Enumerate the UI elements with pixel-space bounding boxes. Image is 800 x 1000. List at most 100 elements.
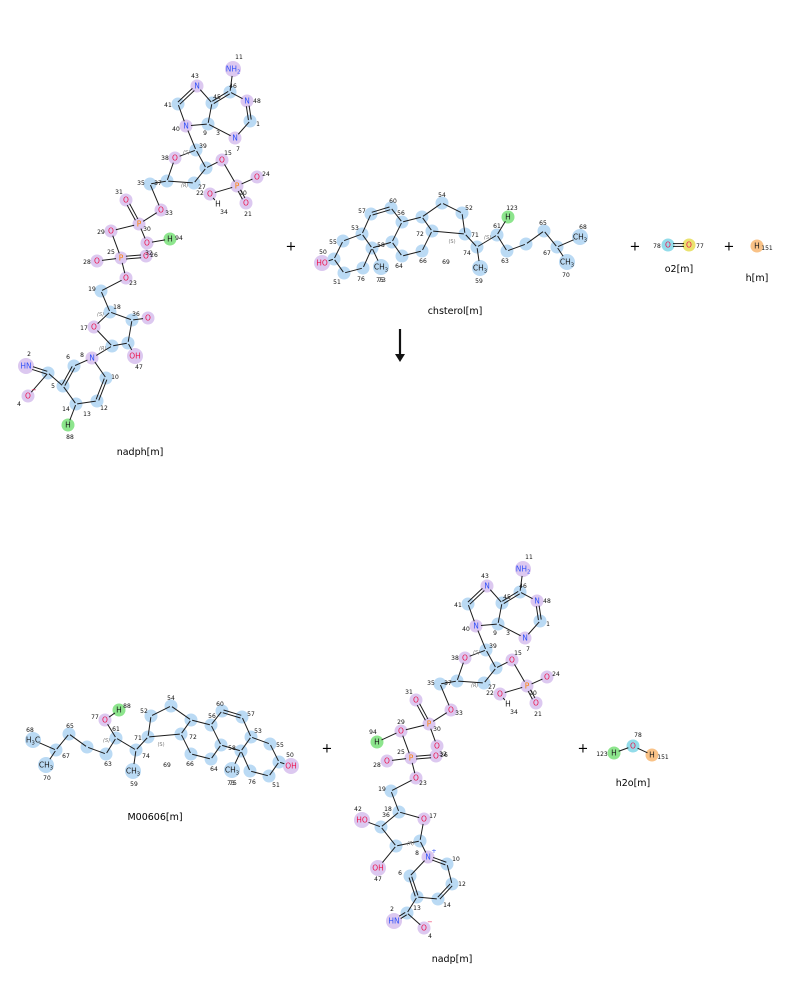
atom-highlight xyxy=(572,229,588,245)
atom-highlight xyxy=(163,232,177,246)
atom-highlight xyxy=(127,348,143,364)
atom-symbol: OH xyxy=(285,762,297,771)
atom-map-number: 31 xyxy=(115,189,123,196)
atom-map-number: 68 xyxy=(26,727,34,734)
atom-map-number: 3 xyxy=(506,630,510,637)
atom-symbol: O xyxy=(144,239,150,248)
atom-map-number: 18 xyxy=(384,806,392,813)
atom-symbol: O xyxy=(219,156,225,165)
atom-map-number: 63 xyxy=(501,258,509,265)
atom-map-number: 41 xyxy=(164,102,172,109)
atom-map-number: 8 xyxy=(80,352,84,359)
atom-map-number: 52 xyxy=(140,708,148,715)
atom-map-number: 56 xyxy=(397,210,405,217)
atom-map-number: 2 xyxy=(27,351,31,358)
atom-map-number: 77 xyxy=(696,243,704,250)
atom-map-number: 34 xyxy=(510,709,518,716)
atom-highlight xyxy=(314,255,330,271)
plus-operator-0: + xyxy=(286,240,297,255)
atom-map-number: 20 xyxy=(239,190,247,197)
atom-symbol: CH3 xyxy=(473,264,487,275)
atom-map-number: 17 xyxy=(429,813,437,820)
atom-highlight xyxy=(365,241,379,255)
atom-symbol: O xyxy=(108,227,114,236)
atom-map-number: 22 xyxy=(486,690,494,697)
atom-map-number: 65 xyxy=(539,220,547,227)
atom-map-number: 76 xyxy=(248,779,256,786)
atom-symbol: H xyxy=(65,421,71,430)
atom-symbol: N xyxy=(484,582,490,591)
atom-charge: + xyxy=(431,847,436,855)
plus-operator-2: + xyxy=(724,240,735,255)
atom-symbol: O xyxy=(207,190,213,199)
atom-highlight xyxy=(174,727,188,741)
molecule-label-h: h[m] xyxy=(746,273,769,284)
atom-map-number: 72 xyxy=(189,734,197,741)
atom-highlight xyxy=(415,210,429,224)
atom-highlight xyxy=(550,240,564,254)
atom-symbol: CH3 xyxy=(573,233,587,244)
atom-map-number: 65 xyxy=(66,723,74,730)
atom-symbol: H xyxy=(374,738,380,747)
atom-map-number: 63 xyxy=(104,761,112,768)
atom-map-number: 64 xyxy=(210,766,218,773)
atom-highlight xyxy=(104,224,118,238)
atom-highlight xyxy=(240,94,254,108)
molecule-label-m00606: M00606[m] xyxy=(127,812,182,823)
plus-operator-4: + xyxy=(578,742,589,757)
atom-map-number: 10 xyxy=(452,856,460,863)
atom-symbol: P xyxy=(119,254,124,263)
stereo-label: (R) xyxy=(407,841,414,847)
atom-map-number: 70 xyxy=(562,272,570,279)
stereo-label: (S) xyxy=(103,738,110,744)
atom-highlight xyxy=(85,351,99,365)
atom-symbol: O xyxy=(533,699,539,708)
atom-map-number: 4 xyxy=(17,401,21,408)
atom-symbol: N xyxy=(473,622,479,631)
atom-highlight xyxy=(184,747,198,761)
atom-highlight xyxy=(500,244,514,258)
atom-highlight xyxy=(203,187,217,201)
atom-symbol: O xyxy=(91,323,97,332)
atom-symbol: NH2 xyxy=(226,65,241,76)
atom-map-number: 78 xyxy=(634,732,642,739)
atom-highlight xyxy=(49,743,63,757)
atom-highlight xyxy=(80,740,94,754)
atom-highlight xyxy=(263,737,277,751)
atom-highlight xyxy=(204,718,218,732)
atom-map-number: 48 xyxy=(543,598,551,605)
atom-highlight xyxy=(354,812,370,828)
atom-map-number: 40 xyxy=(172,126,180,133)
atom-highlight xyxy=(490,228,504,242)
stereo-label: (S) xyxy=(97,312,104,318)
atom-map-number: 21 xyxy=(534,711,542,718)
atom-highlight xyxy=(479,643,493,657)
atom-map-number: 7 xyxy=(236,146,240,153)
atom-map-number: 47 xyxy=(135,364,143,371)
stereo-label: (S) xyxy=(484,235,491,241)
atom-highlight xyxy=(519,237,533,251)
atom-symbol: H xyxy=(611,749,617,758)
atom-map-number: 34 xyxy=(220,209,228,216)
atom-map-number: 9 xyxy=(493,630,497,637)
atom-symbol: O xyxy=(421,924,427,933)
atom-highlight xyxy=(204,752,218,766)
atom-highlight xyxy=(458,651,472,665)
atom-map-number: 88 xyxy=(66,434,74,441)
atom-symbol: H xyxy=(649,751,655,760)
atom-map-number: 3 xyxy=(216,130,220,137)
atom-map-number: 35 xyxy=(427,680,435,687)
atom-highlight xyxy=(224,762,240,778)
atom-highlight xyxy=(540,670,554,684)
atom-map-number: 73 xyxy=(378,277,386,284)
atom-highlight xyxy=(327,252,341,266)
atom-highlight xyxy=(415,244,429,258)
atom-symbol: N xyxy=(232,134,238,143)
atom-map-number: 38 xyxy=(161,155,169,162)
atom-map-number: 59 xyxy=(475,278,483,285)
atom-symbol: P xyxy=(137,220,142,229)
atom-map-number: 57 xyxy=(247,711,255,718)
